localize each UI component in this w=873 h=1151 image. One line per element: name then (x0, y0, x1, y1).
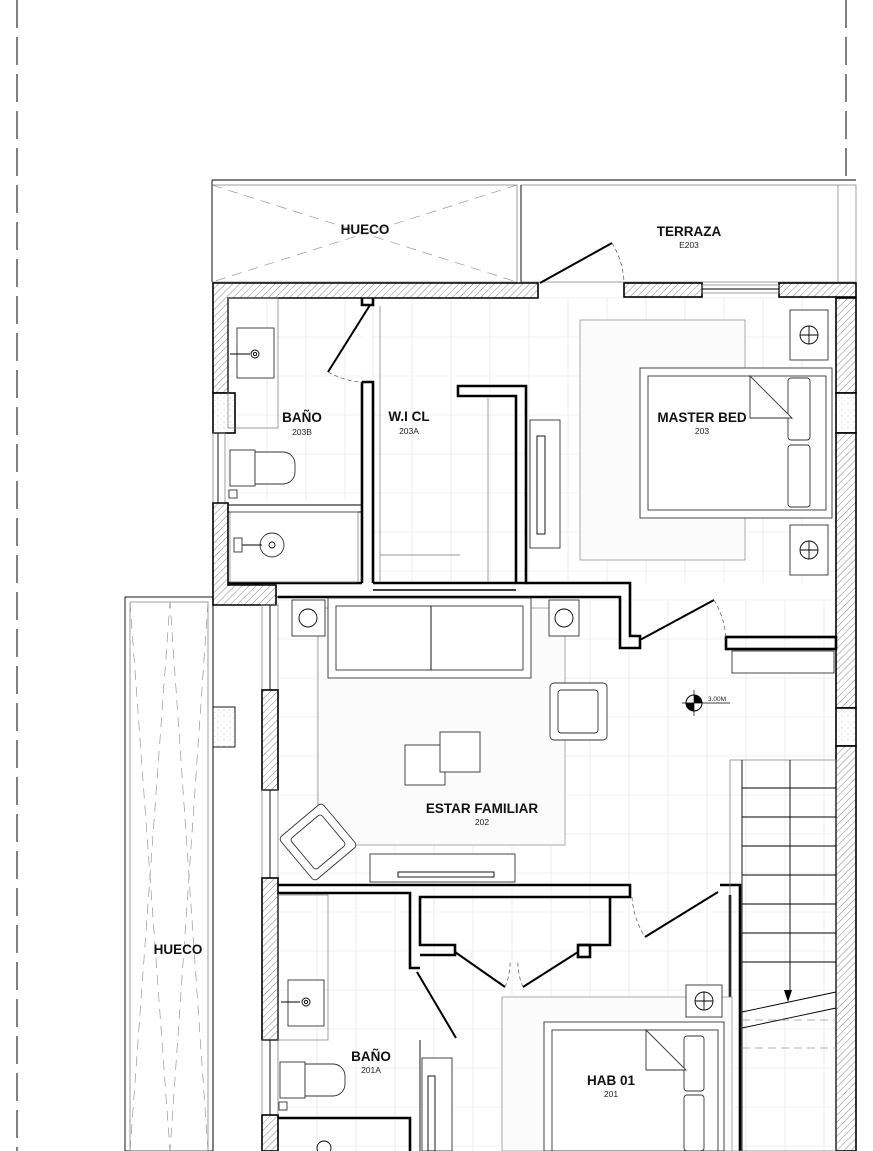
room-name-bano-201a: BAÑO (351, 1049, 391, 1064)
void-top (211, 179, 856, 283)
family-room-furniture (279, 597, 608, 883)
room-name-terraza: TERRAZA (657, 224, 722, 239)
room-name-master-bed: MASTER BED (657, 410, 747, 425)
room-name-bano-203b: BAÑO (282, 410, 322, 425)
stairs (729, 759, 837, 1151)
room-code-bano-203b: 203B (292, 427, 312, 437)
room-name-hab01: HAB 01 (587, 1073, 636, 1088)
level-marker-icon: 3.00M (682, 690, 730, 716)
room-code-bano-201a: 201A (361, 1065, 381, 1075)
door-swing-icon (644, 891, 719, 938)
level-value: 3.00M (708, 696, 726, 703)
sink (287, 979, 325, 1027)
master-bed-furniture (579, 309, 835, 674)
door-swing-icon (327, 304, 371, 373)
toilet-tank (279, 1061, 306, 1099)
tv-console (369, 853, 516, 883)
room-code-wicl: 203A (399, 426, 419, 436)
shower-area (229, 511, 359, 583)
bath-203b-fixtures (227, 297, 359, 583)
door-swing-icon (539, 242, 613, 284)
room-code-estar-familiar: 202 (475, 817, 489, 827)
stair-arrow-icon (784, 990, 792, 1002)
lamp-icon (298, 608, 318, 628)
exterior-walls (212, 282, 857, 1151)
terrace (520, 184, 857, 283)
door-swing-icon (639, 599, 715, 641)
room-name-estar-familiar: ESTAR FAMILIAR (426, 801, 538, 816)
room-name-wicl: W.I CL (388, 409, 429, 424)
bath-201a-fixtures (277, 894, 453, 1151)
room-name-hueco-top: HUECO (341, 222, 390, 237)
toilet-tank (229, 449, 256, 487)
void-left (124, 596, 214, 1151)
door-swing-icon (416, 971, 457, 1039)
room-code-terraza: E203 (679, 240, 699, 250)
wic-shelves (379, 306, 561, 582)
room-labels: HUECO TERRAZA E203 BAÑO 203B W.I CL 203A… (154, 222, 747, 1099)
room-code-master-bed: 203 (695, 426, 709, 436)
doors (327, 242, 727, 1039)
shower-head (259, 532, 285, 558)
lamp-icon (554, 608, 574, 628)
sink (236, 327, 275, 379)
room-name-hueco-left: HUECO (154, 942, 203, 957)
room-code-hab01: 201 (604, 1089, 618, 1099)
hab01-furniture (501, 984, 733, 1151)
